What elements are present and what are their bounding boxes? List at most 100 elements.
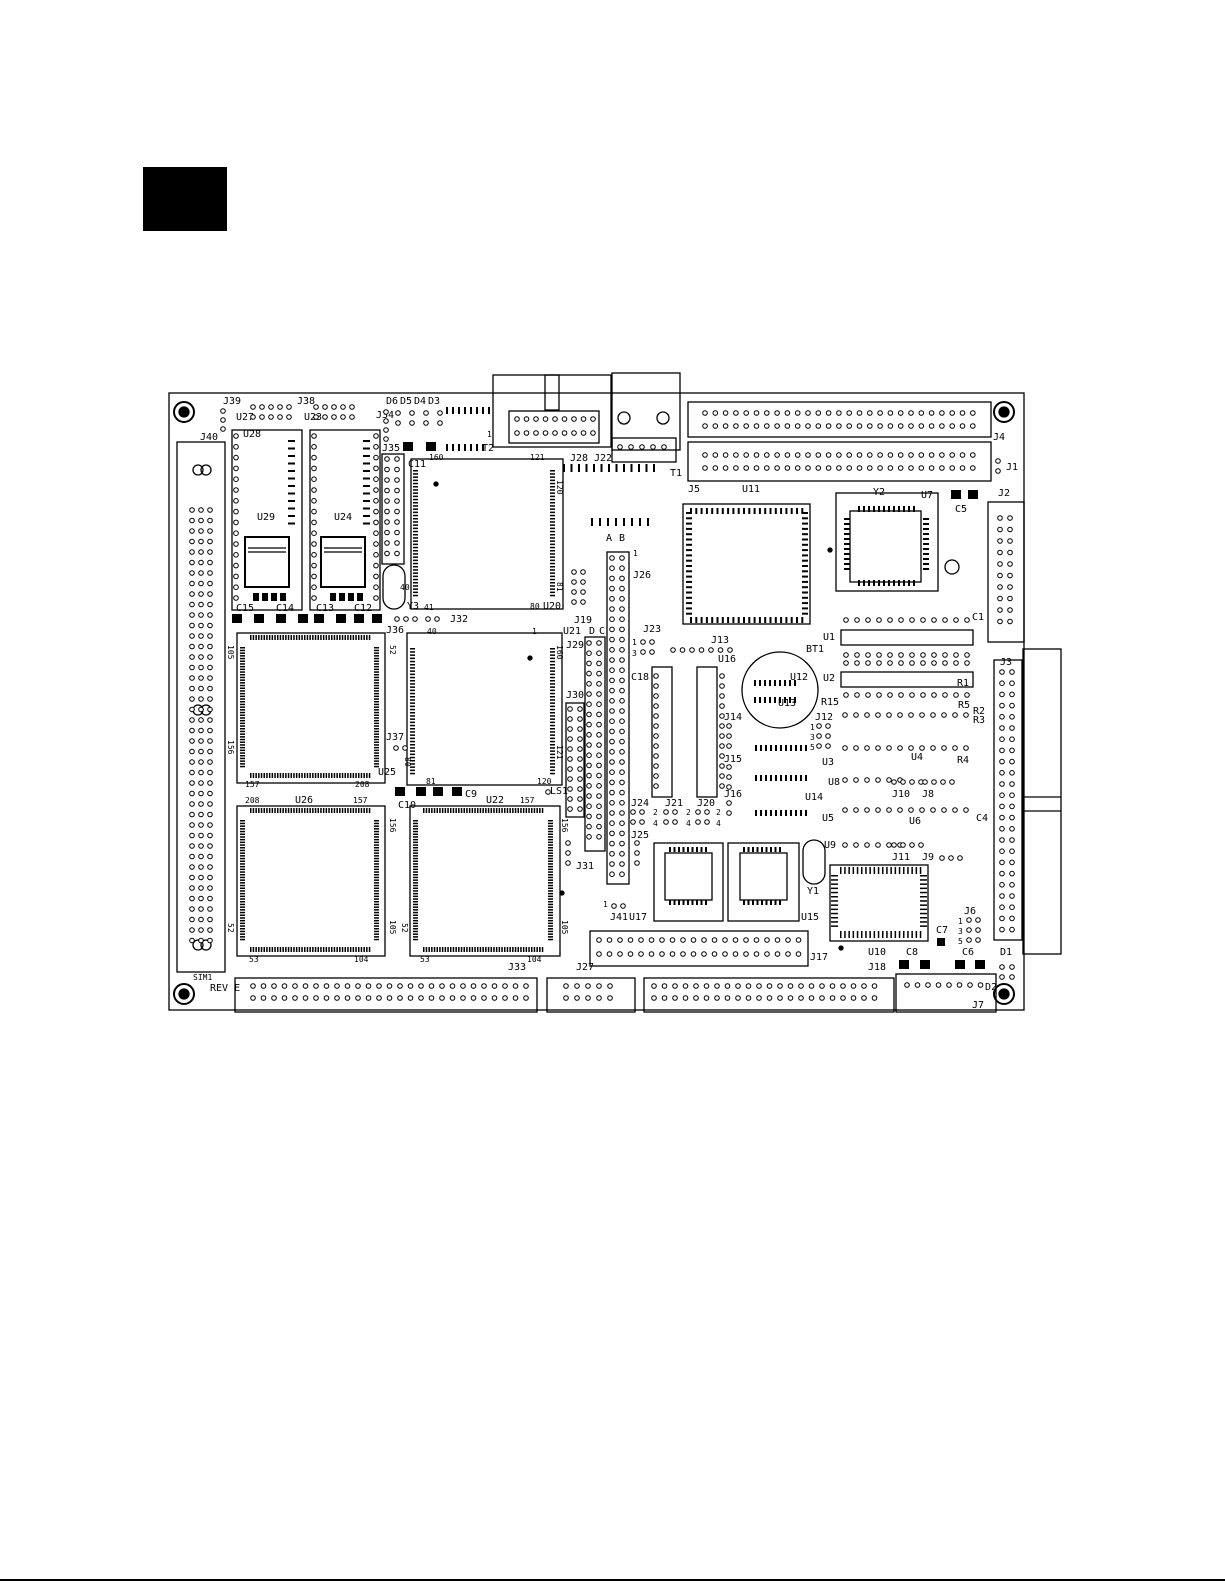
pin-120-u21: 120 [537,777,552,786]
header-j26 [606,551,630,885]
pads-u10-right [920,875,927,927]
label-d2: D2 [985,982,997,993]
pins-j34 [383,409,389,442]
label-r5: R5 [958,700,970,711]
pads-u14-row-2 [755,775,807,781]
chip-u17 [653,842,724,922]
label-u6: U6 [909,816,921,827]
pins-j3 [999,669,1015,933]
chip-u29 [231,429,303,611]
pins-j7 [904,982,984,988]
pins-j38-row [250,404,292,420]
pads-u24-bottom [330,593,363,601]
label-r3: R3 [973,715,985,726]
pins-j31 [565,840,571,866]
label-j7: J7 [972,1000,984,1011]
label-u2: U2 [823,673,835,684]
pins-u2-bottom [843,692,970,698]
pins-u16-right [719,673,725,789]
pin-105-u26: 105 [388,920,397,935]
pins-resistor-row [842,712,969,718]
pins-j9 [939,855,963,861]
corner-thumb-tab [143,167,227,231]
label-d: D [589,626,595,637]
label-y2: Y2 [873,487,885,498]
pin-2-j21: 2 [686,808,691,817]
battery-bt1 [741,651,819,729]
label-j29: J29 [566,640,584,651]
pin-208-u26: 208 [245,796,260,805]
pin-1-j12: 1 [810,723,815,732]
label-j36: J36 [386,625,404,636]
label-u16: U16 [718,654,736,665]
pins-j8 [922,779,955,785]
label-u29: U29 [257,512,275,523]
label-c9: C9 [465,789,477,800]
pins-j29 [586,640,602,840]
label-j27: J27 [576,962,594,973]
label-j17: J17 [810,952,828,963]
pin-annotations: 160 121 40 80 41 40 1 120 81 157 208 208… [245,430,963,964]
pins-j12 [816,723,831,749]
label-u10: U10 [868,947,886,958]
pin-208-u25: 208 [355,780,370,789]
label-u9: U9 [824,840,836,851]
label-c12: C12 [354,603,372,614]
pads-u22-top [423,808,544,813]
pins-j23-row [313,404,355,420]
pin-52-u26: 52 [226,923,235,933]
pads-u25-left [240,647,245,768]
label-c15: C15 [236,603,254,614]
pins-ls1 [545,789,551,795]
pin-160-u21: 160 [555,645,564,660]
pin-53-u22: 53 [420,955,430,964]
label-rev: REV E [210,983,240,994]
pins-j6 [966,917,981,943]
label-u15: U15 [801,912,819,923]
label-u28: U28 [243,429,261,440]
label-c: C [599,626,605,637]
pads-u29-bottom [253,593,286,601]
pads-u25-top [250,635,371,640]
pins-j37 [393,745,408,751]
pins-u2 [843,660,970,666]
pins-j20 [695,809,710,825]
label-c14: C14 [276,603,294,614]
label-c13: C13 [316,603,334,614]
connector-j5 [687,441,992,482]
label-u26: U26 [295,795,313,806]
pads-top-small [446,407,490,414]
pins-j5 [702,452,976,471]
pads-u21-right [550,648,555,775]
pins-u1-bottom [843,652,970,658]
pads-u26-top [250,808,371,813]
pads-u7-right [923,518,929,570]
label-u21: U21 [563,626,581,637]
pads-u25-bottom [250,773,371,778]
chip-u7 [835,492,960,592]
pins-c11 [384,456,400,557]
pins-j22 [617,444,667,450]
label-u14: U14 [805,792,823,803]
pin-1-j26: 1 [633,549,638,558]
label-j16: J16 [724,789,742,800]
pads-u7-bottom [858,580,915,586]
pins-u3 [842,745,969,751]
pin-52-u22: 52 [400,923,409,933]
label-u1: U1 [823,632,835,643]
pin-1-j41: 1 [603,900,608,909]
pads-u11-bottom [690,617,804,623]
pads-u15-bottom [743,900,781,905]
pins-j15 [726,764,732,790]
pins-j21 [663,809,678,825]
label-c6: C6 [962,947,974,958]
label-r4: R4 [957,755,969,766]
chip-u10 [829,864,929,951]
pads-u25-right [374,647,379,768]
connector-j28 [508,410,600,444]
pins-j10 [891,779,924,785]
pin-105-u25: 105 [226,645,235,660]
pins-simm [189,507,213,944]
label-simm: SIM1 [193,973,212,982]
pin-157-u22: 157 [520,796,535,805]
